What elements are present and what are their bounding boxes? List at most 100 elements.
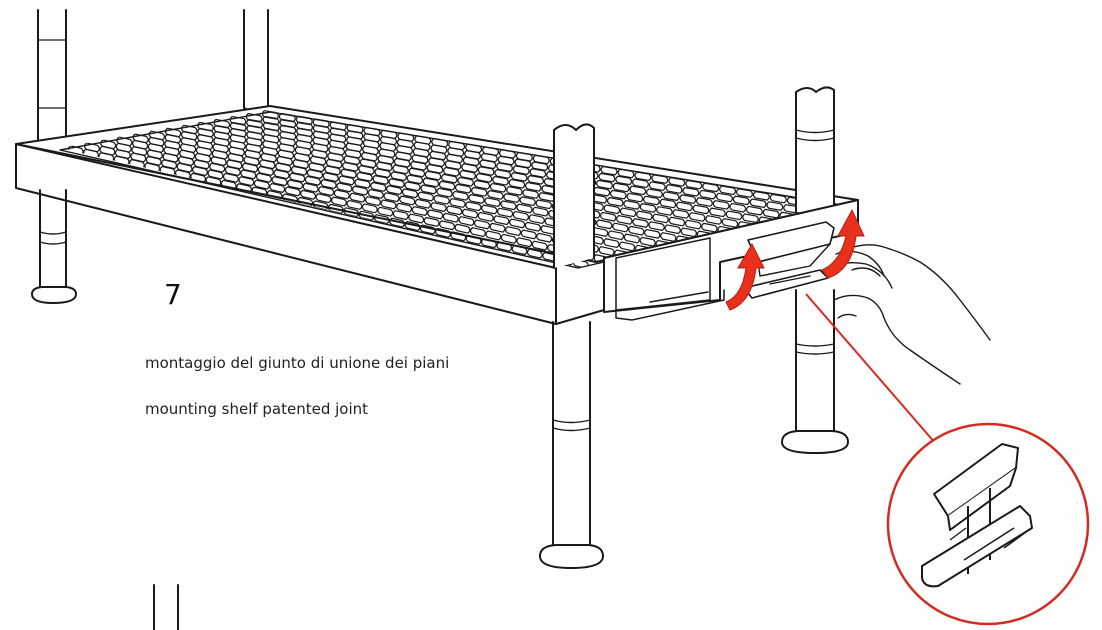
deck-slot bbox=[623, 233, 640, 244]
curved-arrow-right-icon bbox=[821, 208, 865, 279]
deck-slot bbox=[454, 183, 472, 194]
deck-slot bbox=[396, 144, 413, 155]
deck-slot bbox=[766, 201, 784, 211]
deck-slot bbox=[259, 159, 276, 170]
deck-slot bbox=[746, 205, 763, 216]
deck-slot bbox=[712, 200, 730, 210]
deck-slot bbox=[492, 175, 509, 186]
deck-slot bbox=[146, 149, 163, 160]
deck-slot bbox=[429, 150, 447, 161]
deck-slot bbox=[273, 169, 290, 180]
deck-slot bbox=[522, 189, 539, 199]
deck-slot bbox=[306, 169, 324, 179]
deck-slot bbox=[441, 173, 458, 184]
deck-slot bbox=[484, 197, 501, 208]
deck-slot bbox=[435, 227, 451, 238]
deck-slot bbox=[634, 171, 652, 182]
deck-slot bbox=[603, 238, 620, 249]
deck-slot bbox=[659, 198, 677, 209]
deck-slot bbox=[322, 172, 339, 183]
deck-slot bbox=[342, 161, 359, 172]
deck-slot bbox=[609, 189, 627, 200]
leg-back-right bbox=[781, 289, 849, 454]
joint-detail-callout bbox=[886, 422, 1090, 626]
deck-slot bbox=[458, 216, 475, 227]
deck-slot bbox=[524, 221, 541, 232]
deck-slot bbox=[443, 166, 460, 177]
deck-slot bbox=[536, 232, 553, 243]
deck-slot bbox=[412, 147, 430, 158]
deck-slot bbox=[481, 146, 500, 156]
deck-slot bbox=[512, 210, 530, 221]
deck-slot bbox=[454, 223, 471, 234]
deck-slot bbox=[406, 174, 424, 185]
deck-slot bbox=[648, 181, 666, 191]
deck-slot bbox=[628, 225, 645, 236]
deck-slot bbox=[612, 222, 629, 233]
deck-slot bbox=[346, 199, 363, 210]
deck-slot bbox=[377, 206, 394, 217]
deck-slot bbox=[408, 213, 425, 224]
deck-slot bbox=[749, 198, 767, 208]
deck-slot bbox=[511, 245, 528, 256]
deck-slot bbox=[452, 190, 469, 201]
deck-slot bbox=[752, 191, 770, 201]
deck-slot bbox=[462, 156, 480, 167]
deck-slot bbox=[496, 241, 513, 252]
deck-slot bbox=[446, 153, 463, 164]
deck-slot bbox=[503, 193, 520, 203]
callout-leader-line bbox=[805, 293, 937, 445]
deck-slot bbox=[390, 171, 407, 182]
deck-slot bbox=[510, 172, 528, 182]
deck-slot bbox=[388, 178, 405, 188]
deck-slot bbox=[487, 190, 504, 200]
deck-slot bbox=[131, 146, 148, 156]
deck-slot bbox=[392, 210, 409, 221]
deck-slot bbox=[617, 168, 635, 179]
deck-slot bbox=[436, 187, 453, 198]
deck-slot bbox=[362, 145, 379, 156]
deck-slot bbox=[83, 142, 100, 153]
deck-slot bbox=[528, 214, 545, 225]
deck-slot bbox=[615, 175, 633, 186]
deck-slot bbox=[260, 152, 277, 163]
deck-slot bbox=[664, 224, 681, 235]
deck-slot bbox=[401, 188, 419, 199]
deck-slot bbox=[222, 172, 239, 183]
deck-slot bbox=[240, 169, 257, 180]
deck-slot bbox=[338, 175, 355, 186]
deck-slot bbox=[603, 204, 621, 215]
deck-slot bbox=[423, 216, 440, 227]
deck-slot bbox=[410, 160, 427, 171]
deck-slot bbox=[422, 177, 440, 188]
post-bottom-left bbox=[153, 584, 179, 630]
deck-slot bbox=[531, 240, 548, 251]
deck-slot bbox=[515, 151, 533, 162]
deck-slot bbox=[509, 218, 526, 229]
deck-slot bbox=[506, 186, 523, 196]
deck-slot bbox=[679, 194, 697, 204]
deck-slot bbox=[529, 168, 547, 178]
post-front-middle bbox=[553, 123, 595, 269]
deck-slot bbox=[255, 172, 272, 183]
deck-slot bbox=[450, 231, 467, 242]
deck-slot bbox=[420, 184, 437, 195]
deck-slot bbox=[228, 146, 245, 157]
deck-slot bbox=[192, 166, 209, 177]
deck-slot bbox=[284, 186, 301, 197]
deck-slot bbox=[532, 206, 549, 217]
deck-slot bbox=[163, 146, 180, 157]
deck-slot bbox=[378, 148, 396, 159]
deck-slot bbox=[253, 179, 270, 190]
deck-slot bbox=[315, 193, 332, 204]
deck-slot bbox=[404, 181, 421, 192]
deck-slot bbox=[642, 195, 660, 206]
deck-slot bbox=[448, 140, 466, 151]
deck-slot bbox=[427, 209, 444, 220]
deck-slot bbox=[473, 219, 491, 230]
deck-slot bbox=[178, 156, 195, 167]
deck-slot bbox=[612, 182, 630, 193]
deck-slot bbox=[257, 165, 274, 176]
deck-slot bbox=[269, 182, 286, 193]
deck-slot bbox=[359, 158, 377, 169]
